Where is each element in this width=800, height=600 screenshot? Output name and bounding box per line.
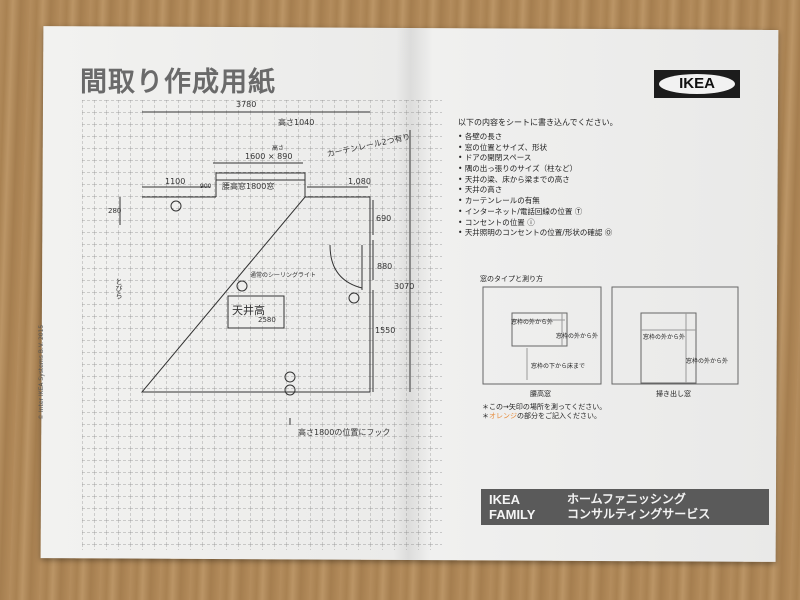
hw-ceiling: 天井高 bbox=[232, 304, 265, 317]
hw-window-height: 高さ1040 bbox=[278, 118, 315, 127]
grid-area bbox=[82, 100, 442, 550]
ceiling-height-box bbox=[227, 295, 285, 329]
door-arc bbox=[329, 244, 363, 290]
note-orange: ＊オレンジの部分をご記入ください。 bbox=[482, 412, 601, 420]
floor-window-name: 掃き出し窓 bbox=[656, 390, 691, 398]
list-item: コンセントの位置 ⓘ bbox=[458, 218, 612, 229]
hw-right-top: 690 bbox=[376, 214, 392, 223]
instructions-list: 各壁の長さ 窓の位置とサイズ、形状 ドアの開閉スペース 隅の出っ張りのサイズ（柱… bbox=[458, 132, 612, 239]
window-diagrams bbox=[482, 286, 739, 385]
hw-window-label: 腰高窓1800窓 bbox=[222, 182, 275, 191]
list-item: ドアの開閉スペース bbox=[458, 153, 612, 164]
window-types-heading: 窓のタイプと測り方 bbox=[480, 275, 543, 283]
note-arrow: ＊この→矢印の場所を測ってください。 bbox=[482, 403, 607, 411]
hw-hook: 高さ1800の位置にフック bbox=[298, 428, 391, 437]
waist-floor-label: 窓枠の下から床まで bbox=[531, 363, 586, 370]
hw-depth: 3070 bbox=[394, 282, 415, 291]
hw-right-bottom: 1550 bbox=[375, 326, 396, 335]
room-sketch bbox=[119, 111, 411, 425]
list-item: 天井照明のコンセントの位置/形状の確認 Ⓞ bbox=[458, 228, 612, 239]
list-item: 隅の出っ張りのサイズ（柱など） bbox=[458, 164, 612, 175]
hw-ceiling-val: 2580 bbox=[258, 316, 276, 324]
outlet-top-left bbox=[170, 200, 182, 212]
hw-left-gap: 1100 bbox=[165, 177, 186, 186]
service-name: ホームファニッシングコンサルティングサービス bbox=[567, 492, 711, 521]
list-item: 天井の高さ bbox=[458, 185, 612, 196]
hw-small: 900 bbox=[200, 183, 212, 190]
sheet-title: 間取り作成用紙 bbox=[80, 67, 276, 98]
floor-width-label: 窓枠の外から外 bbox=[643, 334, 686, 341]
hw-window-size-note: 高さ bbox=[272, 145, 285, 152]
dimension-lines bbox=[119, 111, 411, 425]
hw-left-side: とびら bbox=[115, 278, 123, 299]
outlet-right bbox=[348, 292, 360, 304]
hw-window-size: 1600 × 890 bbox=[245, 152, 293, 161]
outlet-bottom-2 bbox=[284, 384, 296, 396]
outlet-bottom bbox=[284, 371, 296, 383]
waist-height-label: 窓枠の外から外 bbox=[556, 333, 599, 340]
hw-right-gap: 1,080 bbox=[348, 177, 371, 186]
list-item: 各壁の長さ bbox=[458, 132, 612, 143]
instructions-intro: 以下の内容をシートに書き込んでください。 bbox=[458, 118, 618, 127]
floor-height-label: 窓枠の外から外 bbox=[686, 358, 729, 365]
hw-door: 880 bbox=[377, 262, 393, 271]
waist-width-label: 窓枠の外から外 bbox=[511, 319, 554, 326]
list-item: 天井の梁、床から梁までの高さ bbox=[458, 175, 612, 186]
hw-light: 通常のシーリングライト bbox=[250, 272, 317, 279]
light-outlet bbox=[236, 280, 248, 292]
hw-left-offset: 280 bbox=[108, 207, 122, 215]
list-item: 窓の位置とサイズ、形状 bbox=[458, 143, 612, 154]
room-walls bbox=[140, 196, 371, 393]
list-item: インターネット/電話回線の位置 Ⓣ bbox=[458, 207, 612, 218]
waist-window-name: 腰高窓 bbox=[530, 390, 551, 398]
window bbox=[215, 172, 306, 197]
ikea-logo: IKEA bbox=[654, 70, 740, 98]
hw-total-width: 3780 bbox=[236, 100, 257, 109]
list-item: カーテンレールの有無 bbox=[458, 196, 612, 207]
